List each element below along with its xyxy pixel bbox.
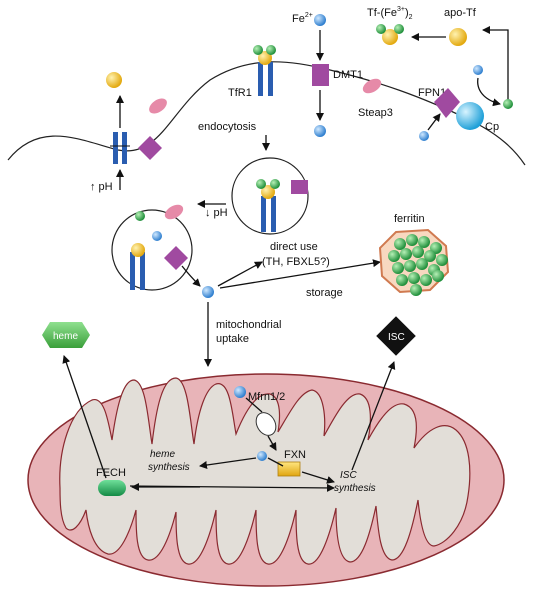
- ferritin-iron-sphere: [396, 274, 408, 286]
- apo-tf-label: apo-Tf: [444, 7, 477, 19]
- iron-to-fxn-line: [267, 457, 284, 467]
- ferritin-iron-sphere: [410, 284, 422, 296]
- exported-iron: [473, 65, 483, 75]
- ferritin-iron-sphere: [388, 250, 400, 262]
- heme-export-arrow: [62, 355, 107, 479]
- ferritin-iron-sphere: [418, 236, 430, 248]
- ferritin-iron-sphere: [392, 262, 404, 274]
- heme-label: heme: [53, 331, 78, 342]
- direct-use-label-1: direct use: [270, 241, 318, 253]
- recycled-dmt1: [138, 136, 162, 160]
- mfrn-transport-arrow: [267, 435, 277, 451]
- isc-synthesis-label-1: ISC: [340, 470, 357, 481]
- oxidation-arrow: [477, 77, 501, 107]
- ceruloplasmin: [456, 102, 484, 130]
- fpn1-export-arrow: [427, 113, 441, 131]
- to-isc-synthesis-arrow: [301, 471, 335, 484]
- ferritin-iron-sphere: [432, 270, 444, 282]
- mfrn-entry-line: [245, 397, 263, 413]
- ferritin-iron-sphere: [394, 238, 406, 250]
- fech-frataxin-line: [129, 483, 335, 492]
- recycled-steap3: [149, 98, 167, 114]
- fpn1-label: FPN1: [418, 87, 446, 99]
- endosome-export-arrow: [181, 265, 201, 287]
- heme-hexagon: [42, 322, 90, 348]
- mito-uptake-label-1: mitochondrial: [216, 319, 281, 331]
- apo-transferrin: [449, 28, 467, 46]
- mito-uptake-label-2: uptake: [216, 333, 249, 345]
- recycled-tfr1: [110, 132, 130, 164]
- cytosolic-iron-top: [314, 125, 326, 137]
- fe2-label: Fe2+: [292, 12, 313, 25]
- fxn-label: FXN: [284, 449, 306, 461]
- isc-synthesis-label-2: synthesis: [334, 483, 376, 494]
- steap3-label: Steap3: [358, 107, 393, 119]
- ph-up-label: ↑ pH: [90, 181, 113, 193]
- heme-synthesis-label-1: heme: [150, 449, 175, 460]
- ph-down-label: ↓ pH: [205, 207, 228, 219]
- ferrochelatase: [98, 480, 126, 496]
- frataxin: [277, 461, 301, 477]
- ferritin-iron-sphere: [404, 260, 416, 272]
- steap3-protein: [362, 78, 382, 94]
- isc-diamond: [376, 316, 416, 356]
- export-loading-arrow: [482, 26, 509, 100]
- isc-export-arrow: [351, 361, 396, 471]
- tf-fe-label: Tf-(Fe3+)2: [367, 6, 413, 21]
- ferritin-iron-sphere: [406, 234, 418, 246]
- tfr1-receptor: [253, 45, 276, 96]
- direct-use-arrow: [217, 261, 263, 287]
- dmt1-label: DMT1: [333, 69, 363, 81]
- labile-iron: [202, 286, 214, 298]
- cytosolic-iron-right: [419, 131, 429, 141]
- fe2-ion: [314, 14, 326, 26]
- ferritin-iron-sphere: [436, 254, 448, 266]
- isc-label: ISC: [388, 332, 405, 343]
- mito-entry-iron: [234, 386, 246, 398]
- storage-arrow: [219, 259, 381, 289]
- storage-label: storage: [306, 287, 343, 299]
- ferritin-label: ferritin: [394, 213, 425, 225]
- fpn1-transporter: [434, 88, 460, 118]
- acidified-endosome: [111, 204, 193, 291]
- released-transferrin: [106, 72, 122, 88]
- mitochondrial-cristae: [59, 377, 471, 565]
- ferritin-iron-sphere: [420, 274, 432, 286]
- ferritin-iron-core: [388, 234, 448, 296]
- ferritin-iron-sphere: [412, 246, 424, 258]
- ferritin-iron-sphere: [408, 272, 420, 284]
- oxidized-iron: [503, 99, 513, 109]
- fech-label: FECH: [96, 467, 126, 479]
- tfr1-label: TfR1: [228, 87, 252, 99]
- mfrn-label: Mfrn1/2: [248, 391, 285, 403]
- holo-transferrin: [376, 24, 404, 45]
- ferritin-iron-sphere: [416, 258, 428, 270]
- early-endosome: [231, 157, 309, 235]
- cp-label: Cp: [485, 121, 499, 133]
- heme-synthesis-label-2: synthesis: [148, 462, 190, 473]
- ferritin-iron-sphere: [400, 248, 412, 260]
- direct-use-label-2: (TH, FBXL5?): [262, 256, 330, 268]
- ferritin-iron-sphere: [424, 250, 436, 262]
- dmt1-transporter: [312, 64, 329, 86]
- matrix-iron: [257, 451, 267, 461]
- to-heme-synthesis-arrow: [199, 457, 257, 469]
- mfrn-transporter: [255, 412, 277, 436]
- endocytosis-label: endocytosis: [198, 121, 257, 133]
